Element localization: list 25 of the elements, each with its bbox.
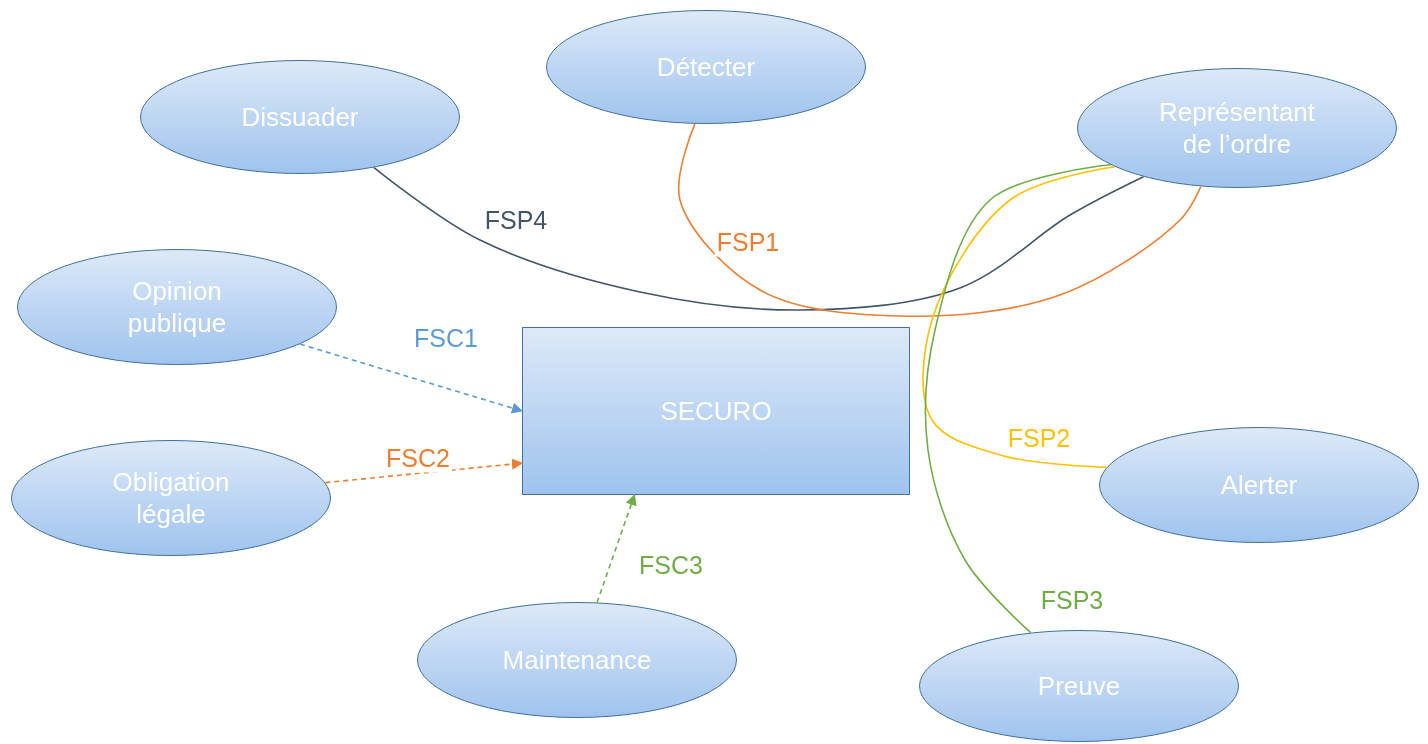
connector-line — [373, 166, 1145, 311]
function-ellipse — [546, 10, 866, 124]
function-ellipse — [919, 630, 1239, 742]
node-label: Obligation légale — [111, 465, 231, 531]
system-box — [522, 327, 910, 495]
arrow — [324, 458, 524, 484]
node-label: Représentant de l’ordre — [1157, 95, 1317, 161]
node-label: Détecter — [656, 50, 756, 84]
function-ellipse — [1099, 427, 1419, 543]
node-label: Opinion publique — [126, 274, 228, 340]
node-label: Alerter — [1220, 468, 1298, 502]
arrow — [299, 343, 524, 414]
function-ellipse — [17, 249, 337, 365]
node-label: Dissuader — [241, 100, 359, 134]
connector-line — [922, 165, 1116, 469]
function-ellipse — [11, 440, 331, 556]
function-ellipse — [417, 602, 737, 718]
node-label: SECURO — [660, 394, 772, 428]
arrow — [596, 493, 637, 604]
connector-line — [924, 164, 1112, 634]
connector-line — [677, 123, 1202, 317]
function-ellipse — [1077, 68, 1397, 188]
function-ellipse — [140, 60, 460, 174]
node-label: Preuve — [1037, 669, 1121, 703]
node-label: Maintenance — [502, 643, 652, 677]
